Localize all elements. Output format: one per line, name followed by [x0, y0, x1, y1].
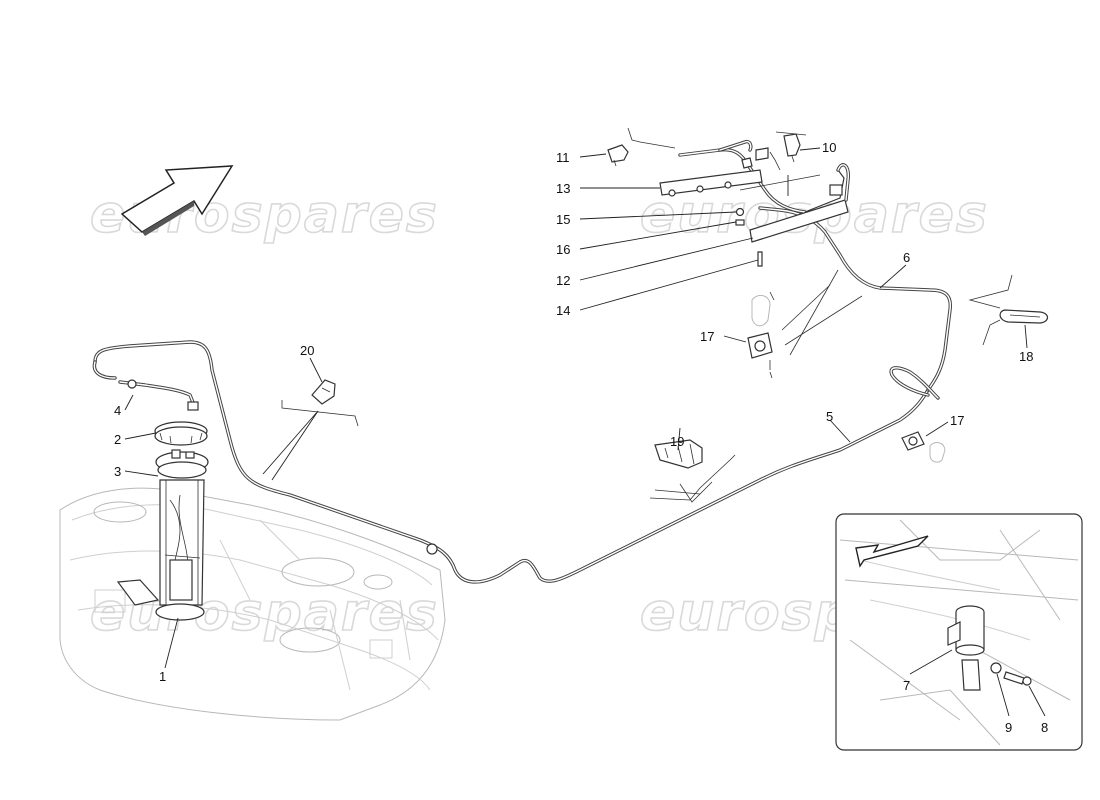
part-18	[999, 309, 1049, 324]
callout-3: 3	[114, 464, 121, 479]
callout-14: 14	[556, 303, 570, 318]
callout-16: 16	[556, 242, 570, 257]
callout-11: 11	[556, 150, 570, 165]
callout-17-lower: 17	[950, 413, 964, 428]
callout-10: 10	[822, 140, 836, 155]
callout-numbers: 1 2 3 4 5 6 7 8 9 10 11 12 13 14 15 16 1…	[114, 140, 1048, 735]
inset-detail-box	[835, 513, 1083, 751]
callout-12: 12	[556, 273, 570, 288]
inset-direction-arrow-icon	[855, 535, 929, 568]
callout-19: 19	[670, 434, 684, 449]
direction-arrow-icon	[120, 165, 234, 236]
callout-8: 8	[1041, 720, 1048, 735]
callout-6: 6	[903, 250, 910, 265]
callout-4: 4	[114, 403, 121, 418]
part-19-bracket	[654, 439, 703, 469]
callout-20: 20	[300, 343, 314, 358]
leader-lines	[124, 127, 1046, 717]
callout-5: 5	[826, 409, 833, 424]
callout-13: 13	[556, 181, 570, 196]
part-20	[311, 379, 336, 405]
fuel-pipe-left	[92, 340, 930, 584]
callout-9: 9	[1005, 720, 1012, 735]
callout-1: 1	[159, 669, 166, 684]
fuel-rail-assembly	[607, 133, 851, 267]
callout-7: 7	[903, 678, 910, 693]
fuel-tank-ghost	[59, 487, 446, 721]
callout-15: 15	[556, 212, 570, 227]
part-17-clamps	[747, 294, 946, 463]
fuel-pump-module	[116, 379, 209, 621]
callout-18: 18	[1019, 349, 1033, 364]
callout-2: 2	[114, 432, 121, 447]
callout-17-upper: 17	[700, 329, 714, 344]
